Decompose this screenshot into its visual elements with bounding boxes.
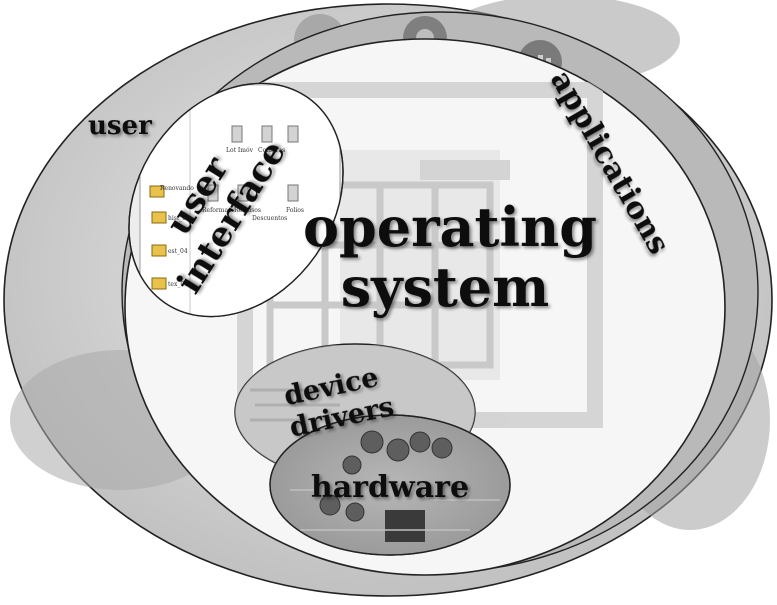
file-icon — [287, 125, 299, 143]
folder-label: hist_04 — [168, 215, 190, 222]
file-label: Folios — [286, 207, 304, 214]
file-icon — [237, 184, 249, 202]
file-label: Descuentos — [252, 215, 287, 222]
operating-system-label-line1: operating — [303, 195, 597, 259]
hardware-label: hardware — [311, 470, 469, 505]
folder-label: est_04 — [168, 248, 188, 255]
file-icon — [231, 125, 243, 143]
folder-label: tex_04 — [168, 281, 188, 288]
folder-icon — [151, 211, 167, 224]
folder-label: Renovando — [160, 185, 194, 192]
file-label: Lot Imóv — [226, 147, 254, 154]
operating-system-label-line2: system — [341, 255, 550, 319]
os-background-window — [237, 82, 603, 428]
file-icon — [287, 184, 299, 202]
user-label: user — [88, 111, 152, 141]
circuit-board-texture — [270, 415, 510, 555]
hardware-group — [269, 414, 511, 556]
file-icon — [261, 125, 273, 143]
folder-icon — [151, 244, 167, 257]
file-icon — [207, 184, 219, 202]
folder-icon — [151, 277, 167, 290]
file-label: Reclusos — [234, 207, 261, 214]
file-label: Reformas — [202, 207, 231, 214]
file-label: Compras — [258, 147, 285, 154]
folder-icon — [149, 185, 165, 198]
